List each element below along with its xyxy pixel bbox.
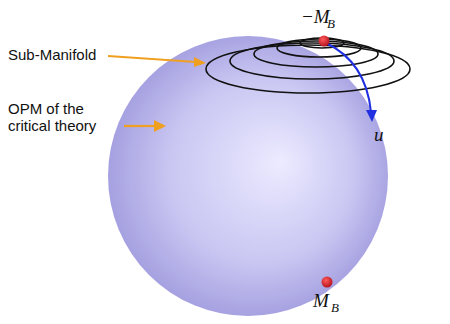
- sub-manifold-rings: [206, 38, 410, 93]
- subscript: B: [331, 301, 339, 316]
- annotation-label: Sub-Manifold: [8, 46, 96, 63]
- subscript: B: [327, 17, 335, 32]
- point-symbol: M: [313, 290, 329, 312]
- fixed-point: [319, 36, 330, 47]
- orange-leaders: [108, 56, 206, 132]
- fixed-point: [322, 277, 333, 288]
- point-symbol: −M: [301, 6, 330, 28]
- flow-arrow: [326, 43, 377, 122]
- annotation-label: OPM of the critical theory: [8, 100, 120, 135]
- flow-symbol: u: [374, 124, 384, 146]
